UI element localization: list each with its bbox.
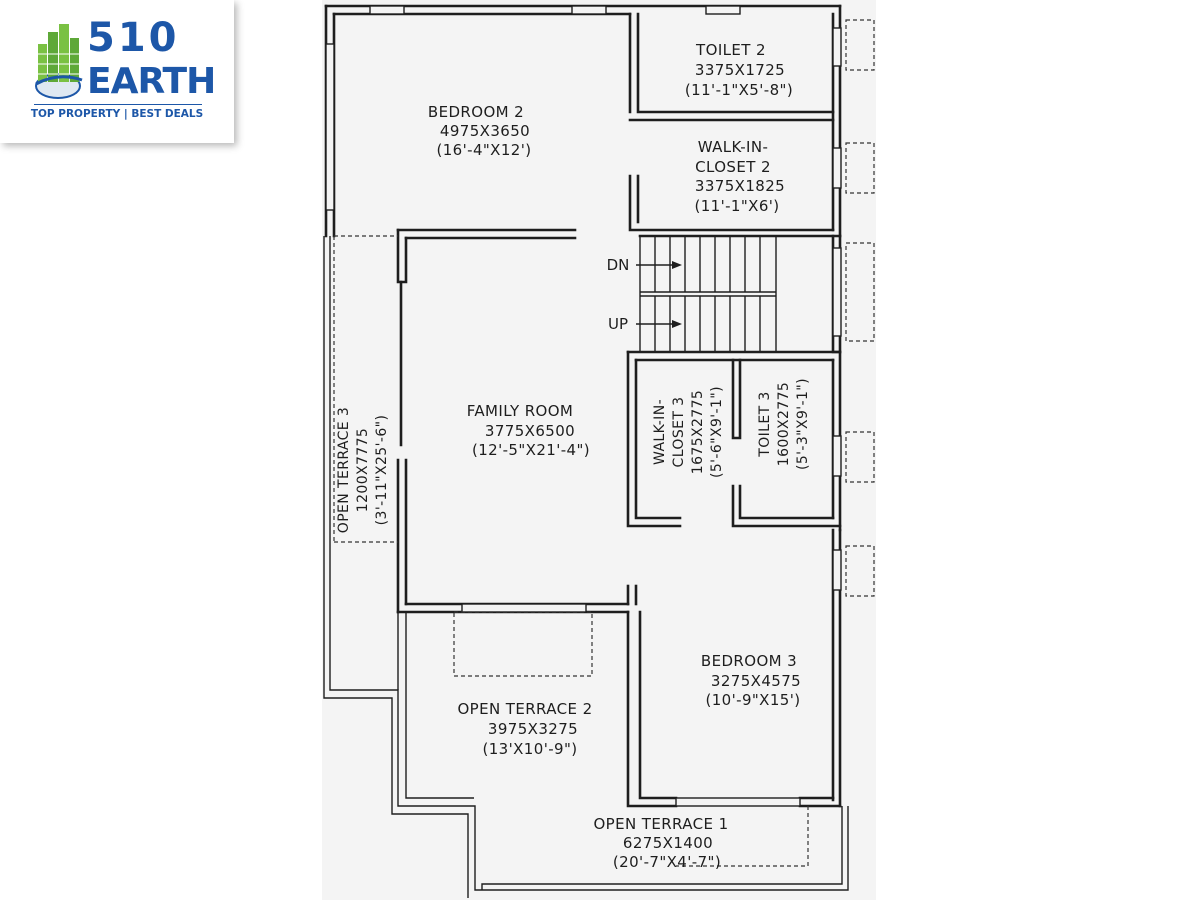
staircase: DN UP: [607, 236, 777, 352]
room-size: 3375X1725: [695, 61, 785, 79]
room-name: FAMILY ROOM: [467, 402, 574, 420]
brand-logo: 510 EARTH TOP PROPERTY | BEST DEALS: [0, 0, 234, 143]
windows: [325, 5, 842, 807]
brand-number: 510: [87, 15, 180, 61]
room-toilet-3: TOILET 3 1600X2775 (5'-3"X9'-1"): [757, 378, 811, 470]
room-size-imperial: (3'-11"X25'-6"): [374, 415, 390, 526]
room-size: 1675X2775: [690, 390, 706, 474]
room-size-imperial: (11'-1"X5'-8"): [685, 81, 793, 99]
room-bedroom-3: BEDROOM 3 3275X4575 (10'-9"X15'): [701, 652, 801, 709]
room-name: OPEN TERRACE 3: [336, 407, 352, 533]
room-size: 6275X1400: [623, 834, 713, 852]
room-size-imperial: (5'-6"X9'-1"): [709, 386, 725, 478]
projections: [333, 19, 875, 867]
room-walk-in-closet-2: WALK-IN- CLOSET 2 3375X1825 (11'-1"X6'): [694, 138, 785, 215]
room-size: 3275X4575: [711, 672, 801, 690]
room-name: BEDROOM 2: [428, 103, 524, 121]
room-name: TOILET 3: [757, 391, 773, 457]
room-size-imperial: (11'-1"X6'): [694, 197, 779, 215]
room-family-room: FAMILY ROOM 3775X6500 (12'-5"X21'-4"): [467, 402, 590, 459]
room-name: CLOSET 2: [695, 158, 771, 176]
room-size: 3775X6500: [485, 422, 575, 440]
room-name: OPEN TERRACE 1: [593, 815, 728, 833]
brand-tagline: TOP PROPERTY | BEST DEALS: [30, 108, 204, 120]
room-size-imperial: (10'-9"X15'): [705, 691, 800, 709]
room-size: 3375X1825: [695, 177, 785, 195]
room-open-terrace-1: OPEN TERRACE 1 6275X1400 (20'-7"X4'-7"): [593, 815, 728, 871]
stairs-down-label: DN: [607, 256, 630, 274]
plan-sheet: [322, 0, 876, 900]
room-open-terrace-2: OPEN TERRACE 2 3975X3275 (13'X10'-9"): [457, 700, 592, 758]
room-size-imperial: (13'X10'-9"): [482, 740, 577, 758]
room-name: BEDROOM 3: [701, 652, 797, 670]
buildings-globe-icon: [35, 24, 83, 99]
room-name: WALK-IN-: [652, 399, 668, 465]
room-bedroom-2: BEDROOM 2 4975X3650 (16'-4"X12'): [428, 103, 531, 159]
room-name: WALK-IN-: [698, 138, 769, 156]
room-walk-in-closet-3: WALK-IN- CLOSET 3 1675X2775 (5'-6"X9'-1"…: [652, 386, 725, 478]
room-size: 4975X3650: [440, 122, 530, 140]
room-size: 1200X7775: [355, 428, 371, 512]
room-size-imperial: (20'-7"X4'-7"): [613, 853, 721, 871]
room-size-imperial: (16'-4"X12'): [436, 141, 531, 159]
room-size-imperial: (5'-3"X9'-1"): [795, 378, 811, 470]
room-open-terrace-3: OPEN TERRACE 3 1200X7775 (3'-11"X25'-6"): [336, 407, 390, 533]
room-size-imperial: (12'-5"X21'-4"): [472, 441, 590, 459]
room-size: 1600X2775: [776, 382, 792, 466]
room-size: 3975X3275: [488, 720, 578, 738]
room-toilet-2: TOILET 2 3375X1725 (11'-1"X5'-8"): [685, 41, 793, 99]
stairs-up-label: UP: [608, 315, 628, 333]
room-name: TOILET 2: [695, 41, 766, 59]
brand-divider: [34, 104, 202, 105]
brand-name: EARTH: [87, 61, 216, 102]
room-name: OPEN TERRACE 2: [457, 700, 592, 718]
room-name: CLOSET 3: [671, 397, 687, 468]
